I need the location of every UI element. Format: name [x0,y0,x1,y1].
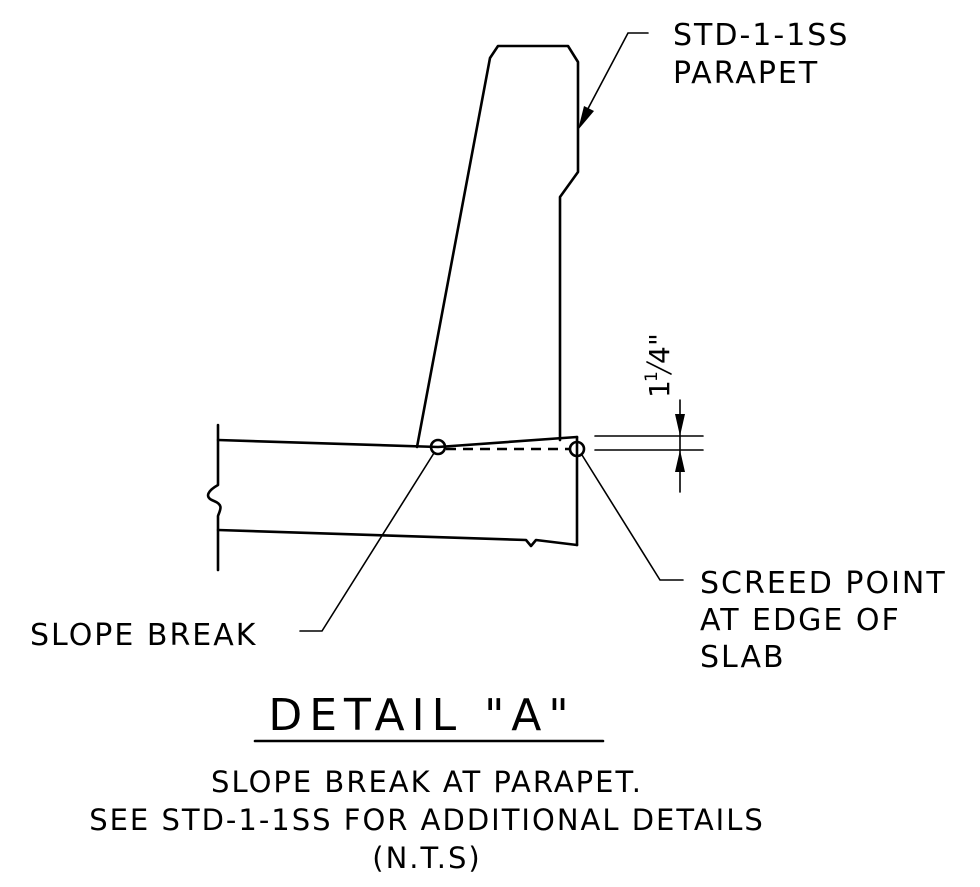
parapet-callout-line1: STD-1-1SS [673,18,849,53]
screed-callout-line2: AT EDGE OF [700,603,901,638]
slope-break-callout: SLOPE BREAK [30,618,257,653]
slope-break-point-marker [429,438,447,456]
parapet-outline [415,44,580,449]
screed-callout-line3: SLAB [700,640,786,675]
detail-title: DETAIL "A" [268,690,575,741]
dimension-denominator: 4 [643,346,676,364]
slope-break-leader-line [299,452,435,632]
screed-point-marker [568,440,586,458]
break-line [206,423,222,572]
slab-top-surface [216,435,579,449]
dimension-label: 1 1 4 " [642,333,676,398]
dimension-whole: 1 [643,380,676,398]
screed-callout-line1: SCREED POINT [700,566,947,601]
dimension-numerator: 1 [642,371,662,382]
dimension-arrowhead-bottom [675,450,685,472]
dimension-fraction-slash [646,361,672,375]
note-line2: SEE STD-1-1SS FOR ADDITIONAL DETAILS [89,803,765,837]
parapet-leader-arrowhead [578,106,594,130]
dimension-arrowhead-top [675,414,685,436]
note-line1: SLOPE BREAK AT PARAPET. [211,765,643,799]
screed-leader-line [581,454,684,581]
parapet-callout-line2: PARAPET [673,56,819,91]
slab-bottom-surface [216,528,579,548]
note-line3: (N.T.S) [372,841,481,875]
dimension-unit: " [643,333,676,346]
parapet-leader-line [581,32,649,121]
